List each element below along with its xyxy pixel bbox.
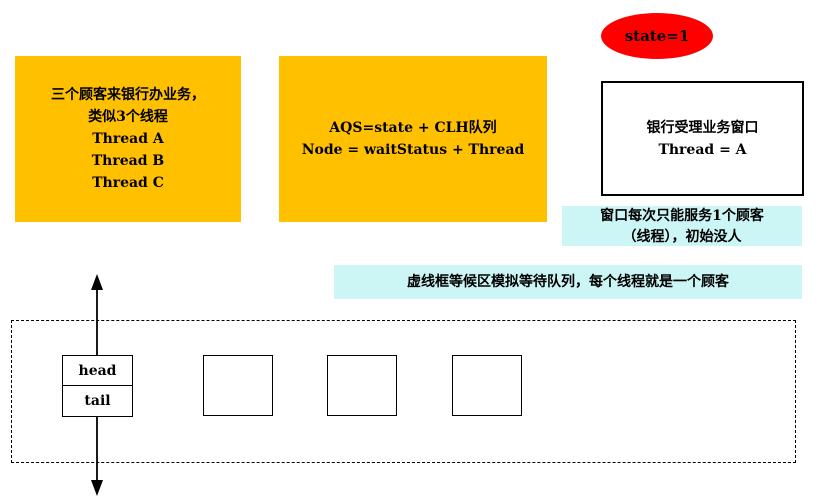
aqs-line-2: Node = waitStatus + Thread [301, 142, 525, 158]
aqs-box: AQS=state + CLH队列 Node = waitStatus + Th… [279, 56, 547, 222]
tail-cell: tail [84, 392, 111, 409]
queue-note: 虚线框等候区模拟等待队列，每个线程就是一个顾客 [334, 265, 802, 299]
window-note-line-1: 窗口每次只能服务1个顾客 [600, 208, 764, 224]
head-cell: head [63, 356, 132, 386]
customers-line-1: 三个顾客来银行办业务， [51, 87, 205, 103]
service-window-box: 银行受理业务窗口 Thread = A [601, 81, 804, 196]
queue-node [327, 355, 397, 416]
queue-node [203, 355, 273, 416]
window-title: 银行受理业务窗口 [646, 119, 759, 136]
head-tail-node: head tail [62, 355, 133, 417]
waiting-queue-area [11, 320, 796, 463]
window-thread: Thread = A [658, 141, 747, 158]
state-badge: state=1 [601, 13, 713, 59]
window-note-line-2: （线程），初始没人 [622, 229, 742, 245]
customers-line-2: 类似3个线程 [88, 109, 168, 125]
thread-c-label: Thread C [92, 175, 164, 191]
thread-a-label: Thread A [92, 131, 164, 147]
window-note: 窗口每次只能服务1个顾客 （线程），初始没人 [562, 206, 802, 246]
queue-node [452, 355, 522, 416]
thread-b-label: Thread B [91, 153, 165, 169]
arrow-up-head [91, 274, 103, 290]
arrow-down-head [91, 480, 103, 496]
queue-note-text: 虚线框等候区模拟等待队列，每个线程就是一个顾客 [407, 273, 729, 290]
customers-box: 三个顾客来银行办业务， 类似3个线程 Thread A Thread B Thr… [15, 56, 241, 222]
aqs-line-1: AQS=state + CLH队列 [329, 120, 497, 136]
